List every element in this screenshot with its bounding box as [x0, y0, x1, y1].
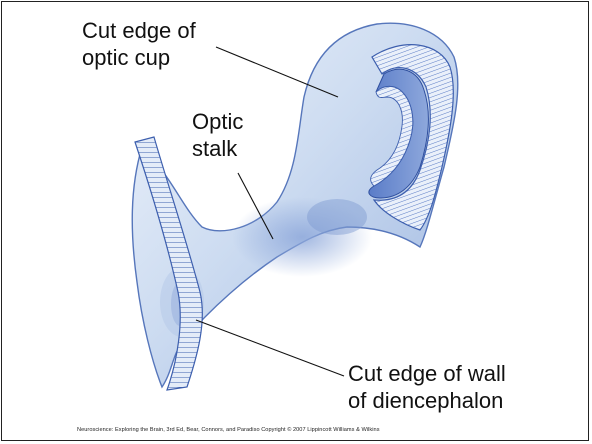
label-optic-stalk-line2: stalk: [192, 135, 243, 162]
label-diencephalon-line1: Cut edge of wall: [348, 360, 506, 387]
label-optic-stalk-line1: Optic: [192, 108, 243, 135]
label-diencephalon: Cut edge of wall of diencephalon: [348, 360, 506, 414]
label-optic-stalk: Optic stalk: [192, 108, 243, 162]
leader-diencephalon: [196, 320, 344, 376]
label-optic-cup: Cut edge of optic cup: [82, 17, 196, 71]
stalk-shading-dark: [307, 199, 367, 235]
label-optic-cup-line2: optic cup: [82, 44, 196, 71]
label-optic-cup-line1: Cut edge of: [82, 17, 196, 44]
label-diencephalon-line2: of diencephalon: [348, 387, 506, 414]
copyright-caption: Neuroscience: Exploring the Brain, 3rd E…: [77, 427, 380, 433]
